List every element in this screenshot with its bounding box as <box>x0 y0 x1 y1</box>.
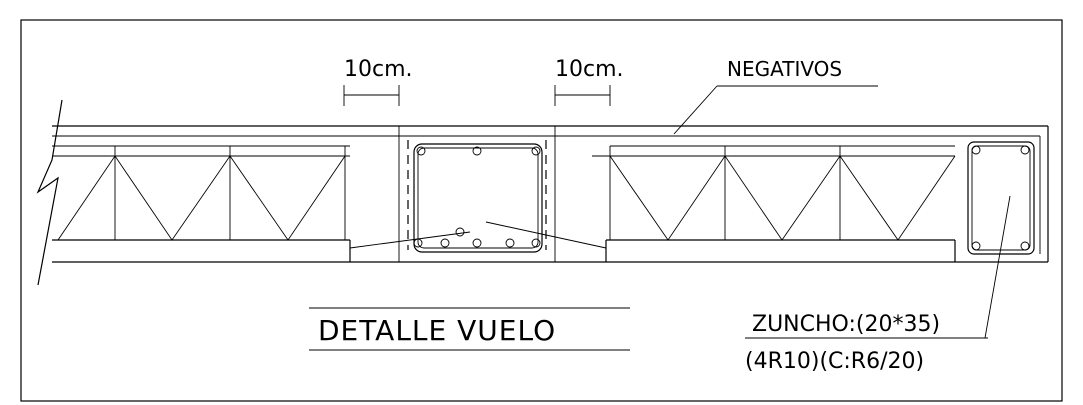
dim-marker-left <box>343 85 400 106</box>
joist-left <box>52 145 351 262</box>
dim-label-left: 10cm. <box>344 57 413 82</box>
dim-marker-right <box>554 85 611 106</box>
rib-bottom-bars <box>349 221 607 249</box>
break-line-left <box>36 99 63 286</box>
zuncho-leader <box>984 195 1011 339</box>
title-text: DETALLE VUELO <box>318 314 556 347</box>
zuncho-label-2: (4R10)(C:R6/20) <box>745 349 924 374</box>
rib-stirrup <box>413 143 543 253</box>
zuncho-label-1: ZUNCHO:(20*35) <box>752 312 940 337</box>
rib-limits <box>398 126 556 262</box>
title-block <box>309 307 630 351</box>
dim-label-right: 10cm. <box>555 57 624 82</box>
joist-right <box>592 145 956 262</box>
drawing-frame <box>20 19 1063 402</box>
negativos-label: NEGATIVOS <box>727 57 842 81</box>
zuncho-stirrup <box>967 141 1035 255</box>
negativos-leader <box>673 85 878 135</box>
slab-top-lines <box>52 125 1049 262</box>
